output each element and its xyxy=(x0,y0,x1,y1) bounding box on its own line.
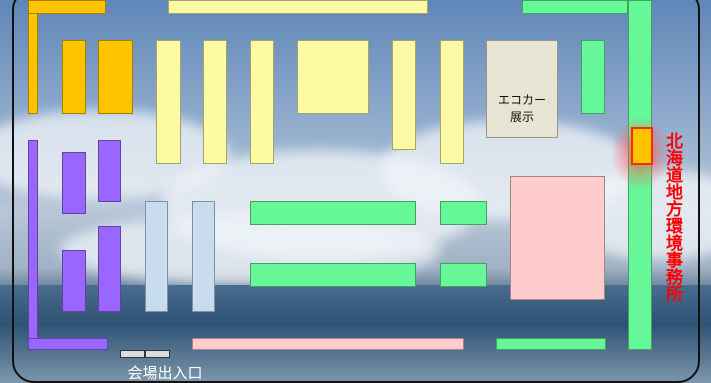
booth-purple xyxy=(98,226,121,312)
booth-light-blue xyxy=(192,201,215,312)
booth-yellow-large xyxy=(297,40,369,114)
booth-green xyxy=(440,263,487,287)
eco-car-exhibit-area xyxy=(486,40,558,138)
venue-outline xyxy=(12,0,700,383)
booth-yellow xyxy=(392,40,416,150)
booth-pink-large xyxy=(510,176,605,300)
booth-purple xyxy=(62,250,86,312)
booth-purple xyxy=(98,140,121,202)
booth-green-horizontal xyxy=(250,201,416,225)
booth-green-horizontal xyxy=(250,263,416,287)
booth-yellow xyxy=(250,40,274,164)
booth-orange xyxy=(98,40,133,114)
booth-orange xyxy=(62,40,86,114)
booth-yellow-top-strip xyxy=(168,0,428,14)
booth-purple xyxy=(62,152,86,214)
booth-yellow xyxy=(440,40,464,164)
booth-green xyxy=(581,40,605,114)
booth-purple-left-strip xyxy=(28,140,38,350)
entrance-door-divider xyxy=(144,350,146,358)
booth-yellow xyxy=(156,40,181,164)
booth-purple-bottom-cap xyxy=(28,338,108,350)
booth-pink-bottom-strip xyxy=(192,338,464,350)
booth-green-bottom-strip xyxy=(496,338,606,350)
booth-orange-top-left-cap xyxy=(28,0,106,14)
booth-green xyxy=(440,201,487,225)
booth-light-blue xyxy=(145,201,168,312)
booth-green-top-strip xyxy=(522,0,628,14)
office-booth-marker xyxy=(631,127,653,165)
entrance-label: 会場出入口 xyxy=(127,364,203,382)
booth-orange-top-left-strip xyxy=(28,0,38,114)
eco-car-exhibit-label: エコカー 展示 xyxy=(497,93,546,124)
office-label: 北海道地方環境事務所 xyxy=(662,132,682,302)
booth-yellow xyxy=(203,40,227,164)
